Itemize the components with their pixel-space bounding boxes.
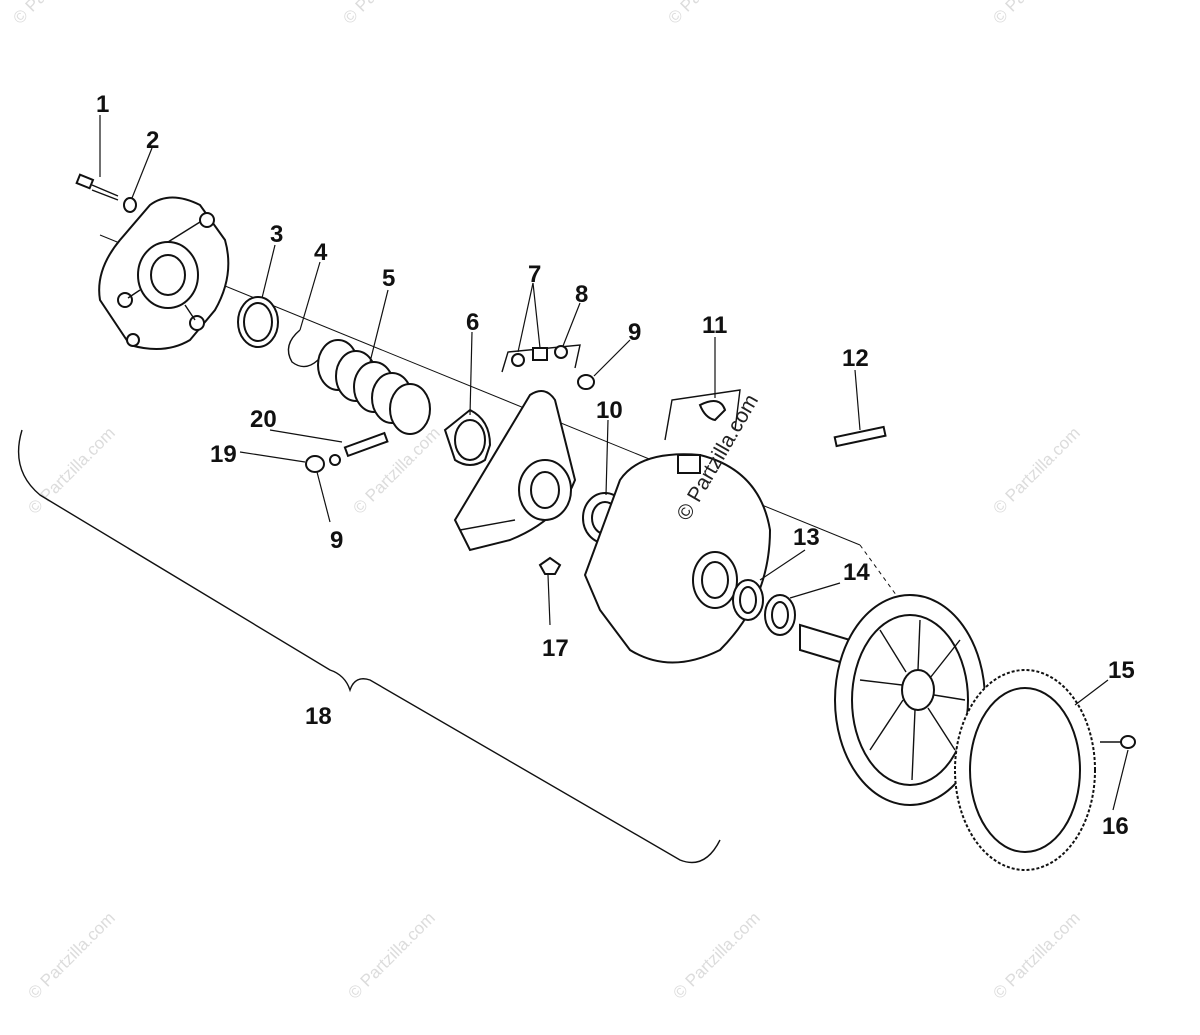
callout-label: 11 bbox=[702, 312, 727, 339]
callout-label: 14 bbox=[843, 559, 870, 586]
watermark-text: © Partzilla.com bbox=[989, 0, 1083, 28]
callout-label: 1 bbox=[96, 91, 109, 118]
bushing-part bbox=[237, 296, 279, 348]
spider-hub-part bbox=[443, 408, 492, 466]
callout-label: 3 bbox=[270, 221, 283, 248]
callout-label: 5 bbox=[382, 265, 395, 292]
weight-arm-part bbox=[453, 390, 577, 552]
callout-label: 9 bbox=[330, 527, 343, 554]
watermark-text: © Partzilla.com bbox=[989, 423, 1083, 517]
callout-label: 4 bbox=[314, 239, 328, 266]
watermark-text: © Partzilla.com bbox=[9, 0, 103, 28]
callout-label: 12 bbox=[842, 345, 869, 372]
ring-gear-part bbox=[954, 669, 1096, 871]
snap-ring-part bbox=[287, 329, 319, 368]
watermark-text: © Partzilla.com bbox=[349, 423, 443, 517]
sheave-bushing-part bbox=[732, 579, 796, 636]
assembly-bracket bbox=[17, 429, 721, 864]
fixed-sheave-part bbox=[799, 594, 986, 806]
screw-part bbox=[1100, 735, 1136, 749]
watermark-text: © Partzilla.com bbox=[339, 0, 433, 28]
callout-label: 7 bbox=[528, 261, 541, 288]
watermark-text: © Partzilla.com bbox=[24, 908, 118, 1002]
cover-plate-part bbox=[98, 196, 230, 350]
watermark-text: © Partzilla.com bbox=[344, 908, 438, 1002]
callout-labels: 1 2 3 4 5 6 7 8 9 9 10 11 12 13 14 15 16… bbox=[96, 91, 1135, 840]
callout-label: 15 bbox=[1108, 657, 1135, 684]
roller-set-part bbox=[501, 344, 581, 373]
bolt-part bbox=[75, 173, 119, 201]
leader-lines bbox=[99, 115, 1129, 811]
watermark-text: © Partzilla.com bbox=[664, 0, 758, 28]
callout-label: 2 bbox=[146, 127, 159, 154]
button-part bbox=[664, 389, 741, 441]
callout-label: 16 bbox=[1102, 813, 1129, 840]
watermark-text: © Partzilla.com bbox=[669, 908, 763, 1002]
callout-label: 9 bbox=[628, 319, 641, 346]
callout-label: 20 bbox=[250, 406, 277, 433]
nut-part bbox=[538, 556, 562, 575]
callout-label: 19 bbox=[210, 441, 237, 468]
spring-part bbox=[317, 339, 431, 435]
callout-label: 10 bbox=[596, 397, 623, 424]
callout-label: 13 bbox=[793, 524, 820, 551]
pin-part bbox=[833, 425, 887, 448]
moveable-sheave-part bbox=[583, 453, 772, 664]
roller-pin-part bbox=[305, 431, 389, 473]
washer-part bbox=[123, 197, 137, 213]
watermark-text: © Partzilla.com bbox=[989, 908, 1083, 1002]
callout-label: 6 bbox=[466, 309, 479, 336]
callout-label: 17 bbox=[542, 635, 569, 662]
roller-part bbox=[577, 374, 595, 390]
watermark-text: © Partzilla.com bbox=[24, 423, 118, 517]
callout-label: 18 bbox=[305, 703, 332, 730]
callout-label: 8 bbox=[575, 281, 588, 308]
